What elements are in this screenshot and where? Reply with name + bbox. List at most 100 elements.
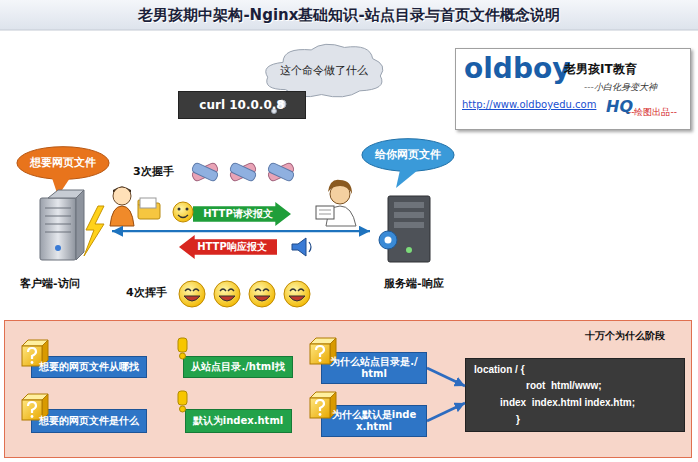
question-cube [31,415,34,418]
cloud-tail [272,100,287,114]
client-server-icon [40,198,76,260]
server-tower-icon [379,231,397,249]
question-panel: 十万个为什么阶段想要的网页文件从哪找从站点目录./html找为什么站点目录是./… [4,320,692,458]
exclamation-icon [180,406,186,412]
question-box: 为什么默认是index.html [321,405,427,437]
node-text: HTTP请求报文 [203,208,273,220]
handshake-icon [267,162,295,182]
node-text: 这个命令做了什么 [280,64,368,77]
logo-credit: --绘图出品-- [628,107,677,118]
smiley-row [290,289,304,291]
smiley-row [284,281,310,307]
bubble-tail [396,170,418,188]
question-cube [22,340,48,346]
server-person [316,180,356,226]
speech-bubble: 给你网页文件 [361,138,455,172]
node-text: 默认为index.html [193,415,283,427]
bubble-tail [52,178,70,196]
logo-box: oldboy老男孩IT教育---小白化身变大神http://www.oldboy… [455,48,691,130]
smiley-row [254,296,270,301]
folder-icon [140,198,156,208]
logo-url: http://www.oldboyedu.com [462,99,596,111]
exclamation-icon [178,338,187,352]
server-person [326,206,356,226]
node-text: 想要网页文件 [30,156,96,169]
server-label: 服务端-响应 [384,277,444,290]
question-cube [330,338,336,364]
client-server-icon [45,208,71,209]
code-line: } [516,414,520,426]
annotation-label: 4次挥手 [126,285,167,300]
question-cube [22,338,336,420]
server-tower-icon [394,212,424,218]
exclamation-icon [178,391,187,412]
logo-slogan: ---小白化身变大神 [584,82,657,93]
code-line: location / { [474,364,525,376]
client-server-icon [76,190,84,260]
question-cube [22,394,48,400]
client-person [113,187,131,194]
lightning-icon [84,206,104,256]
connector-arrow [427,368,465,386]
handshake-icon [229,162,257,182]
smiley-icon [178,215,188,218]
client-person [110,206,134,226]
response-arrow: HTTP响应报文 [179,235,277,259]
smiley-icon [173,202,193,222]
question-cube [310,392,336,418]
response-arrow-shape [179,235,277,259]
title-banner [0,0,698,30]
client-node: 客户端-访问 [12,188,112,296]
smiley-row [289,296,305,301]
server-tower-icon [394,202,424,208]
answer-box: 默认为index.html [185,409,292,433]
question-cube [42,340,48,366]
smiley-icon [178,208,181,211]
diagram-title: 老男孩期中架构-Nginx基础知识-站点目录与首页文件概念说明 [138,6,559,25]
cloud-tail [278,100,286,108]
logo-wordmark: oldboy [464,52,570,86]
title-banner [0,0,698,30]
question-cube [22,394,48,420]
thought-cloud-shape [266,44,383,97]
server-tower-icon [394,222,424,228]
client-server-icon [45,232,71,233]
node-text: HTTP响应报文 [197,241,267,253]
client-server-icon [55,245,61,251]
handshake-icon [191,162,219,182]
answer-box: 从站点目录./html找 [183,356,293,378]
client-server-icon [45,224,71,225]
client-person [110,187,134,227]
exclamation-icon [178,338,187,359]
client-server-icon [40,190,84,260]
question-cube [22,346,42,366]
annotation-label: 3次握手 [133,164,174,179]
question-box: 想要的网页文件是什么 [31,409,147,433]
speech-bubble-shape [362,139,454,172]
question-cube [319,413,322,416]
question-cube [316,400,324,411]
connector-arrow [427,403,465,421]
smiley-row [249,281,275,307]
smiley-row [185,289,199,291]
server-tower-icon [379,196,430,262]
question-cube [28,402,36,413]
request-arrow-shape [193,202,291,226]
server-person [319,214,331,215]
node-text: 给你网页文件 [375,148,441,161]
question-cube [22,340,48,366]
node-text: 想要的网页文件是什么 [39,415,139,427]
handshake-icon [267,162,295,182]
smiley-row [249,281,275,307]
handshake-icon [191,162,219,182]
client-server-icon [48,190,84,198]
server-tower-icon [388,196,430,262]
connector-arrow [112,230,370,232]
command-box: curl 10.0.0.8 [178,91,306,119]
exclamation-icon [178,338,187,412]
server-person [328,180,352,194]
folder-icon [138,200,147,205]
folder-icon [138,203,160,219]
handshake-icon [229,162,257,182]
